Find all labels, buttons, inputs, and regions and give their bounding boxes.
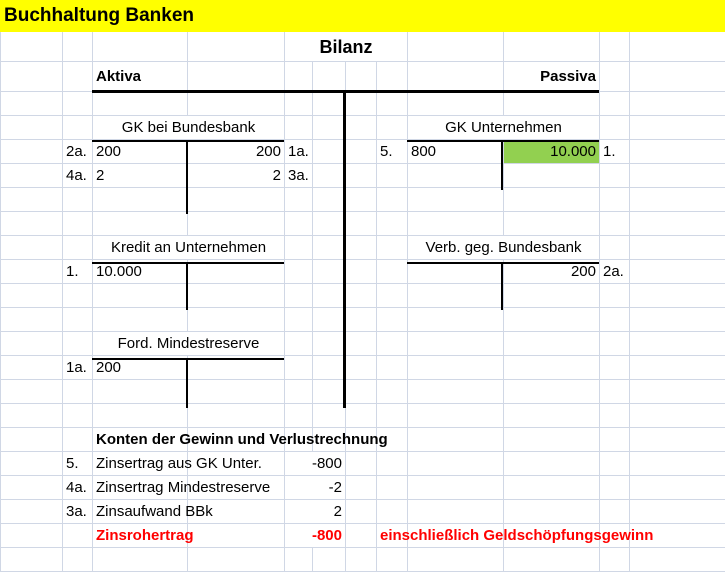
t-account-line <box>407 262 599 264</box>
t-account-line <box>92 358 284 360</box>
t-account-line <box>501 140 503 190</box>
cell-ref[interactable]: 1a. <box>284 139 313 164</box>
guv-label[interactable]: Zinsertrag aus GK Unter. <box>92 451 262 476</box>
bilanz-center-line <box>343 90 346 408</box>
account-ford-mr-title[interactable]: Ford. Mindestreserve <box>92 331 285 356</box>
t-account-line <box>186 140 188 214</box>
t-account-line <box>407 140 599 142</box>
cell-ref[interactable]: 3a. <box>284 163 313 188</box>
cell-ref[interactable]: 1a. <box>62 355 93 380</box>
guv-total-note[interactable]: einschließlich Geldschöpfungsgewinn <box>376 523 653 548</box>
cell-ref[interactable]: 4a. <box>62 163 93 188</box>
guv-value[interactable]: -2 <box>284 475 346 500</box>
cell-value[interactable]: 2 <box>187 163 285 188</box>
t-account-line <box>92 262 284 264</box>
guv-title[interactable]: Konten der Gewinn und Verlustrechnung <box>92 427 388 452</box>
t-account-line <box>186 358 188 408</box>
t-account-line <box>501 262 503 310</box>
bilanz-title[interactable]: Bilanz <box>284 31 408 62</box>
t-account-line <box>92 140 284 142</box>
cell-value[interactable]: 2 <box>92 163 188 188</box>
account-gk-bundesbank-title[interactable]: GK bei Bundesbank <box>92 115 285 140</box>
cell-value[interactable]: 200 <box>92 139 188 164</box>
sheet-title[interactable]: Buchhaltung Banken <box>0 0 725 32</box>
cell-ref[interactable]: 1. <box>62 259 93 284</box>
account-kredit-title[interactable]: Kredit an Unternehmen <box>92 235 285 260</box>
cell-ref[interactable]: 5. <box>376 139 408 164</box>
cell-ref[interactable]: 3a. <box>62 499 93 524</box>
cell-value[interactable]: 800 <box>407 139 504 164</box>
guv-total-value[interactable]: -800 <box>284 523 346 548</box>
aktiva-label[interactable]: Aktiva <box>92 61 188 92</box>
guv-value[interactable]: 2 <box>284 499 346 524</box>
highlighted-cell-value[interactable]: 10.000 <box>503 139 600 164</box>
guv-label[interactable]: Zinsertrag Mindestreserve <box>92 475 270 500</box>
cell-ref[interactable]: 4a. <box>62 475 93 500</box>
cell-ref[interactable]: 2a. <box>599 259 630 284</box>
guv-value[interactable]: -800 <box>284 451 346 476</box>
cell-ref[interactable]: 2a. <box>62 139 93 164</box>
t-account-line <box>186 262 188 310</box>
account-gk-unternehmen-title[interactable]: GK Unternehmen <box>407 115 600 140</box>
guv-total-label[interactable]: Zinsrohertrag <box>92 523 194 548</box>
cell-ref[interactable]: 1. <box>599 139 630 164</box>
cell-value[interactable]: 200 <box>187 139 285 164</box>
passiva-label[interactable]: Passiva <box>503 61 600 92</box>
account-verb-bbk-title[interactable]: Verb. geg. Bundesbank <box>407 235 600 260</box>
cell-ref[interactable]: 5. <box>62 451 93 476</box>
guv-label[interactable]: Zinsaufwand BBk <box>92 499 213 524</box>
